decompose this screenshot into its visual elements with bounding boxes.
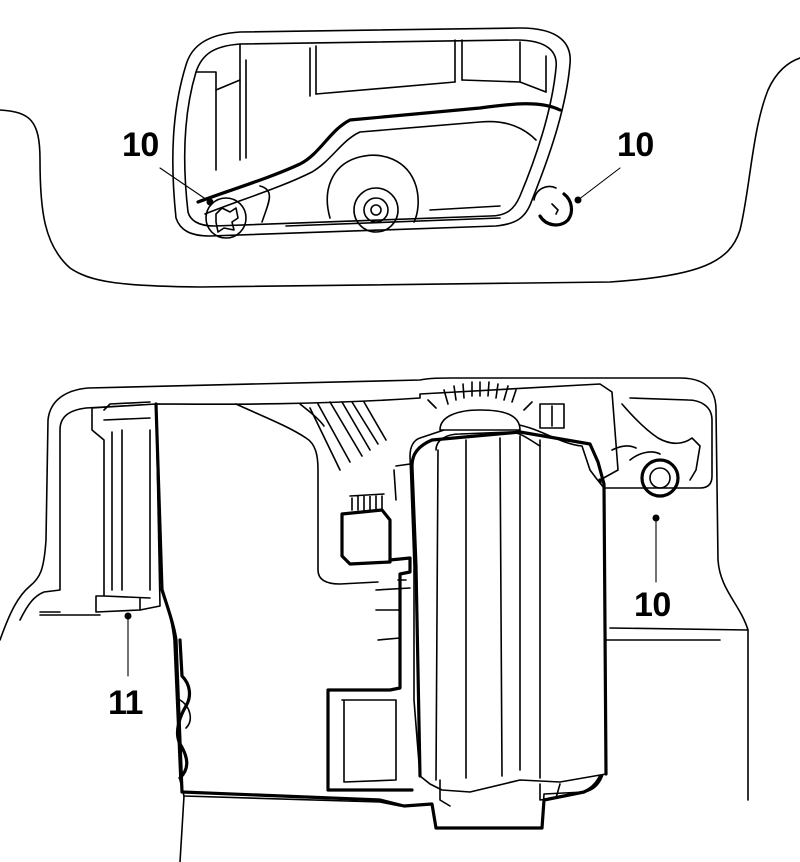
left-panel-detail [235, 401, 387, 585]
right-mount [605, 397, 713, 498]
inner-door-frame-bottom [0, 377, 749, 801]
connector-block [326, 493, 414, 792]
clip-strip [91, 401, 161, 613]
callout-label-10-top-right: 10 [617, 126, 654, 164]
callout-label-11-bottom-left: 11 [108, 684, 143, 722]
door-trim-panel-top [0, 57, 800, 288]
callout-label-10-bottom-right: 10 [634, 586, 671, 624]
handle-recess [172, 27, 574, 239]
lock-cassette [393, 381, 608, 807]
leader-lines-bottom [124, 514, 660, 862]
callout-label-10-top-left: 10 [122, 126, 159, 164]
leader-lines-top [159, 167, 621, 206]
